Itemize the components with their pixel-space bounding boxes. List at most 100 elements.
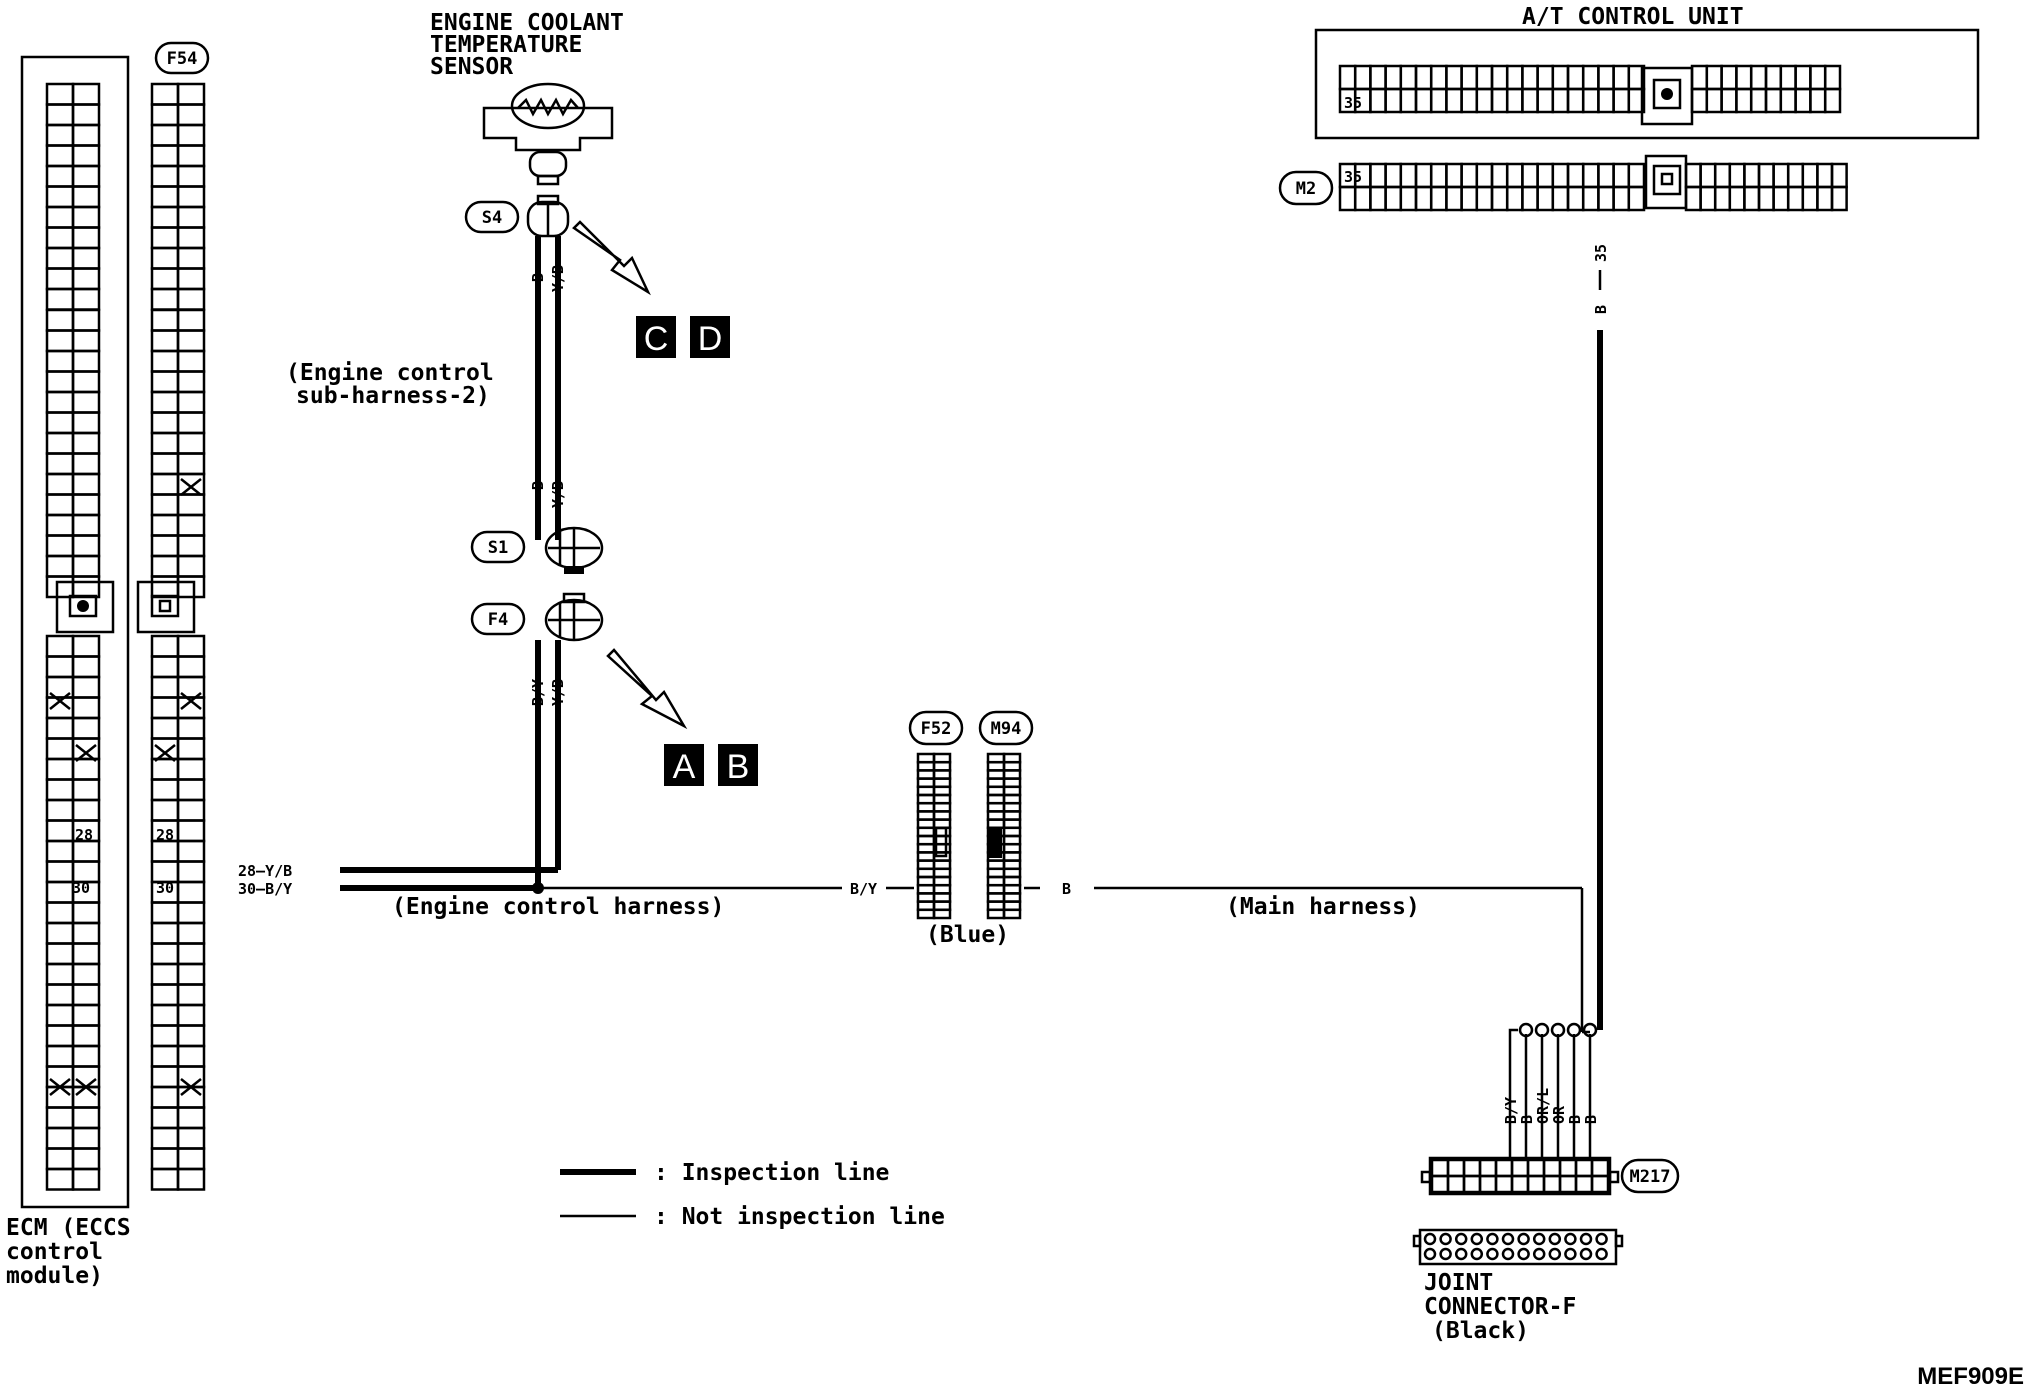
f54-terminal-cell <box>150 778 180 802</box>
joint-pin <box>1579 1247 1593 1261</box>
f54-terminal-cell <box>150 962 180 986</box>
m2-terminal-cell <box>1699 185 1717 212</box>
m2-terminal-cell <box>1757 162 1775 189</box>
f54-pin-28: 28 <box>156 826 174 844</box>
ecm-terminal-cell <box>45 267 75 291</box>
tcu-terminal-cell <box>1445 64 1463 91</box>
tcu-terminal-cell <box>1475 64 1494 91</box>
m2-terminal-cell <box>1627 185 1646 212</box>
joint-label-line1: JOINT <box>1424 1270 1493 1296</box>
f54-terminal-cell <box>176 1065 206 1089</box>
f54-terminal-cell <box>150 1106 180 1130</box>
ecm-terminal-cell <box>45 164 75 188</box>
m2-terminal-cell <box>1460 162 1479 189</box>
joint-pin <box>1532 1247 1546 1261</box>
f54-terminal-cell <box>150 370 180 394</box>
f54-terminal-cell <box>176 144 206 168</box>
tcu-terminal-cell <box>1460 87 1479 114</box>
joint-wire-label: B <box>1582 1115 1600 1124</box>
ecm-terminal-cell <box>45 472 75 496</box>
ecm-terminal-cell <box>71 513 101 537</box>
m2-terminal-cell <box>1566 162 1585 189</box>
ecm-terminal-cell <box>71 82 101 106</box>
tcu-unit: A/T CONTROL UNIT 35 <box>1314 4 1980 140</box>
f54-terminal-cell <box>150 390 180 414</box>
f4-callout-arrow <box>606 648 688 730</box>
callout-box-d <box>690 316 730 358</box>
m2-terminal-cell <box>1801 162 1819 189</box>
tcu-terminal-cell <box>1505 64 1524 91</box>
f54-terminal-cell <box>176 513 206 537</box>
svg-text:B: B <box>727 748 750 786</box>
ecm-label-line2: control <box>6 1239 103 1265</box>
tcu-terminal-cell <box>1779 64 1797 91</box>
ecm-label-line1: ECM (ECCS <box>6 1215 131 1241</box>
m2-pin-35: 35 <box>1344 168 1362 186</box>
f54-terminal-cell <box>150 983 180 1007</box>
f54-terminal-cell <box>176 390 206 414</box>
m2-terminal-cell <box>1830 162 1848 189</box>
ecm-terminal-cell <box>45 942 75 966</box>
m2-terminal-cell <box>1551 162 1570 189</box>
m2-terminal-cell <box>1521 185 1539 212</box>
f54-terminal-cell <box>176 1126 206 1150</box>
m2-terminal-cell <box>1536 162 1555 189</box>
ecm-pin-28: 28 <box>75 826 93 844</box>
joint-label-line3: (Black) <box>1432 1318 1529 1344</box>
ecm-terminal-cell <box>71 962 101 986</box>
ecm-terminal-cell <box>45 431 75 455</box>
ecm-terminal-cell <box>45 962 75 986</box>
ecm-terminal-cell <box>71 1126 101 1150</box>
tcu-terminal-cell <box>1794 87 1812 114</box>
m2-terminal-cell <box>1597 185 1615 212</box>
ecm-terminal-cell <box>45 655 75 679</box>
joint-wire-label: OR <box>1550 1105 1568 1124</box>
tcu-terminal-cell <box>1399 87 1418 114</box>
tcu-pin-35: 35 <box>1344 94 1362 112</box>
f54-terminal-cell <box>150 1126 180 1150</box>
f54-terminal-cell <box>150 287 180 311</box>
f54-terminal-cell <box>150 737 180 761</box>
svg-text:F4: F4 <box>488 610 508 630</box>
m217-terminal-cell <box>1542 1174 1562 1194</box>
f54-terminal-cell <box>176 901 206 925</box>
ecm-terminal-cell <box>45 452 75 476</box>
f54-terminal-cell <box>176 205 206 229</box>
m217-terminal-cell <box>1558 1174 1578 1194</box>
joint-pin <box>1439 1232 1452 1246</box>
m2-terminal-cell <box>1684 185 1702 212</box>
m217-terminal-cell <box>1446 1174 1466 1194</box>
f54-terminal-cell <box>176 983 206 1007</box>
m2-terminal-cell <box>1490 162 1509 189</box>
callout-box-b <box>718 744 758 786</box>
joint-terminal <box>1534 1022 1550 1038</box>
f54-terminal-cell <box>176 349 206 373</box>
s4-wire-yb: Y/B <box>549 265 567 292</box>
f54-terminal-cell <box>176 554 206 578</box>
f54-terminal-cell <box>176 82 206 106</box>
f54-terminal-cell <box>150 185 180 209</box>
ecm-terminal-cell <box>45 1024 75 1048</box>
tcu-terminal-cell <box>1735 64 1753 91</box>
f54-terminal-cell <box>176 123 206 147</box>
f54-terminal-cell <box>176 778 206 802</box>
f54-terminal-cell <box>176 716 206 740</box>
ecm-terminal-cell <box>45 921 75 945</box>
ecm-terminal-cell <box>71 226 101 250</box>
ecm-terminal-cell <box>45 819 75 843</box>
ecm-terminal-cell <box>45 123 75 147</box>
ecm-terminal-cell <box>45 185 75 209</box>
joint-terminal <box>1550 1022 1566 1038</box>
ecm-terminal-cell <box>71 349 101 373</box>
f54-terminal-cell <box>176 1044 206 1068</box>
f54-terminal-cell <box>150 205 180 229</box>
m2-terminal-cell <box>1772 162 1790 189</box>
ecm-terminal-cell <box>71 921 101 945</box>
m2-terminal-cell <box>1445 185 1463 212</box>
coolant-temperature-sensor: ENGINE COOLANT TEMPERATURE SENSOR <box>430 10 624 186</box>
tcu-wire-35: 35 <box>1592 244 1610 262</box>
ecm-terminal-cell <box>45 1085 75 1109</box>
f54-terminal-cell <box>176 534 206 558</box>
unused-terminal-mark <box>75 1078 97 1096</box>
f54-terminal-cell <box>150 921 180 945</box>
